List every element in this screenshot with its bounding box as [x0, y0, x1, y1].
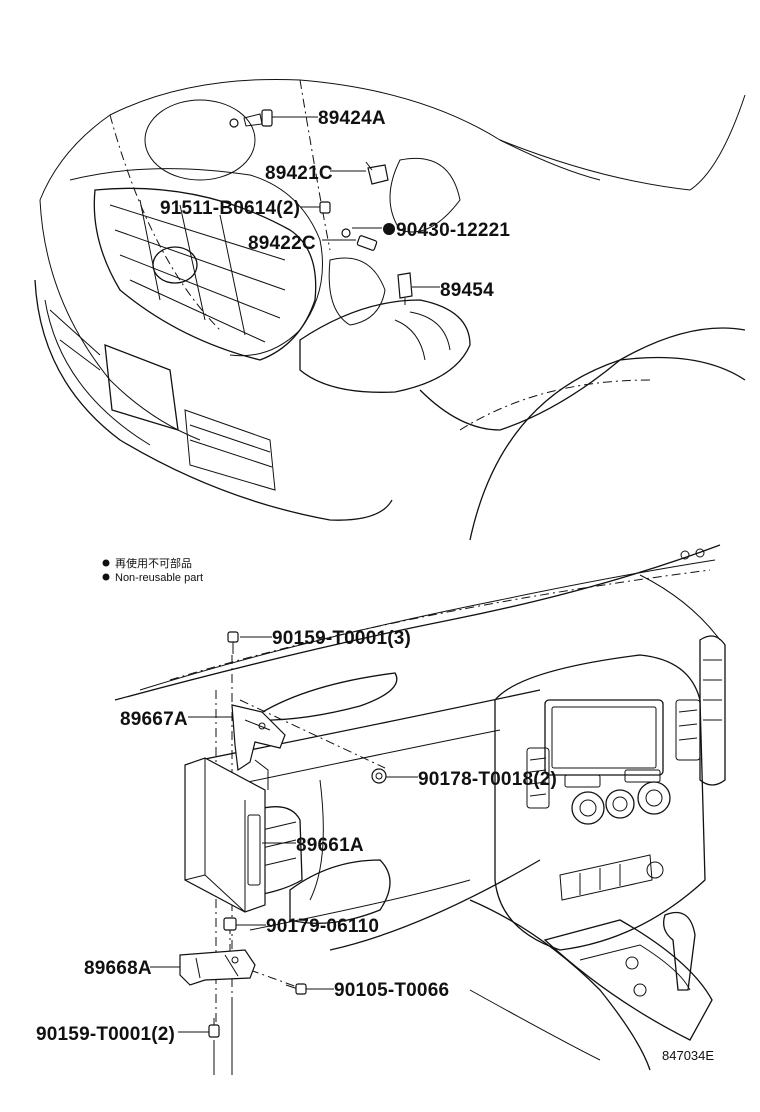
legend-en: Non-reusable part	[115, 572, 203, 584]
part-89661A-ecu-icon	[184, 757, 266, 913]
legend-dot-icon	[102, 573, 110, 581]
part-90179-nut-icon	[223, 917, 237, 931]
dashboard-illustration	[114, 544, 726, 1075]
legend-dot-icon	[102, 559, 110, 567]
label-89667A: 89667A	[120, 709, 188, 730]
label-89454: 89454	[440, 280, 494, 301]
label-91511-B0614: 91511-B0614(2)	[160, 198, 300, 219]
part-90430-washer-icon	[341, 228, 378, 251]
part-89667A-bracket-icon	[231, 704, 286, 790]
part-89454-sensor-icon	[397, 272, 413, 305]
label-89661A: 89661A	[296, 835, 364, 856]
part-89421C-icon	[365, 161, 389, 185]
legend-jp: 再使用不可部品	[115, 556, 192, 570]
diagram-code: 847034E	[662, 1048, 714, 1063]
label-90179-06110: 90179-06110	[266, 916, 379, 937]
part-90178-nut-icon	[371, 768, 387, 784]
label-90159-T0001-2: 90159-T0001(2)	[36, 1024, 175, 1045]
label-90430-12221: 90430-12221	[396, 220, 510, 241]
part-90159-screw-bottom-icon	[208, 1018, 220, 1038]
label-89424A: 89424A	[318, 108, 386, 129]
label-90159-T0001-3: 90159-T0001(3)	[272, 628, 411, 649]
label-90178-T0018-2: 90178-T0018(2)	[418, 769, 557, 790]
label-89422C: 89422C	[248, 233, 316, 254]
part-90159-screw-top-icon	[227, 631, 239, 654]
non-reusable-marker-icon	[383, 223, 395, 235]
label-89421C: 89421C	[265, 163, 333, 184]
legend: 再使用不可部品 Non-reusable part	[102, 556, 203, 584]
part-90105-bolt-icon	[285, 983, 307, 995]
part-89668A-bracket-icon	[179, 949, 256, 986]
label-90105-T0066: 90105-T0066	[334, 980, 449, 1001]
part-91511-bolt-icon	[300, 201, 331, 214]
part-89424A-icon	[229, 109, 273, 128]
label-89668A: 89668A	[84, 958, 152, 979]
vehicle-front-illustration	[34, 78, 746, 541]
